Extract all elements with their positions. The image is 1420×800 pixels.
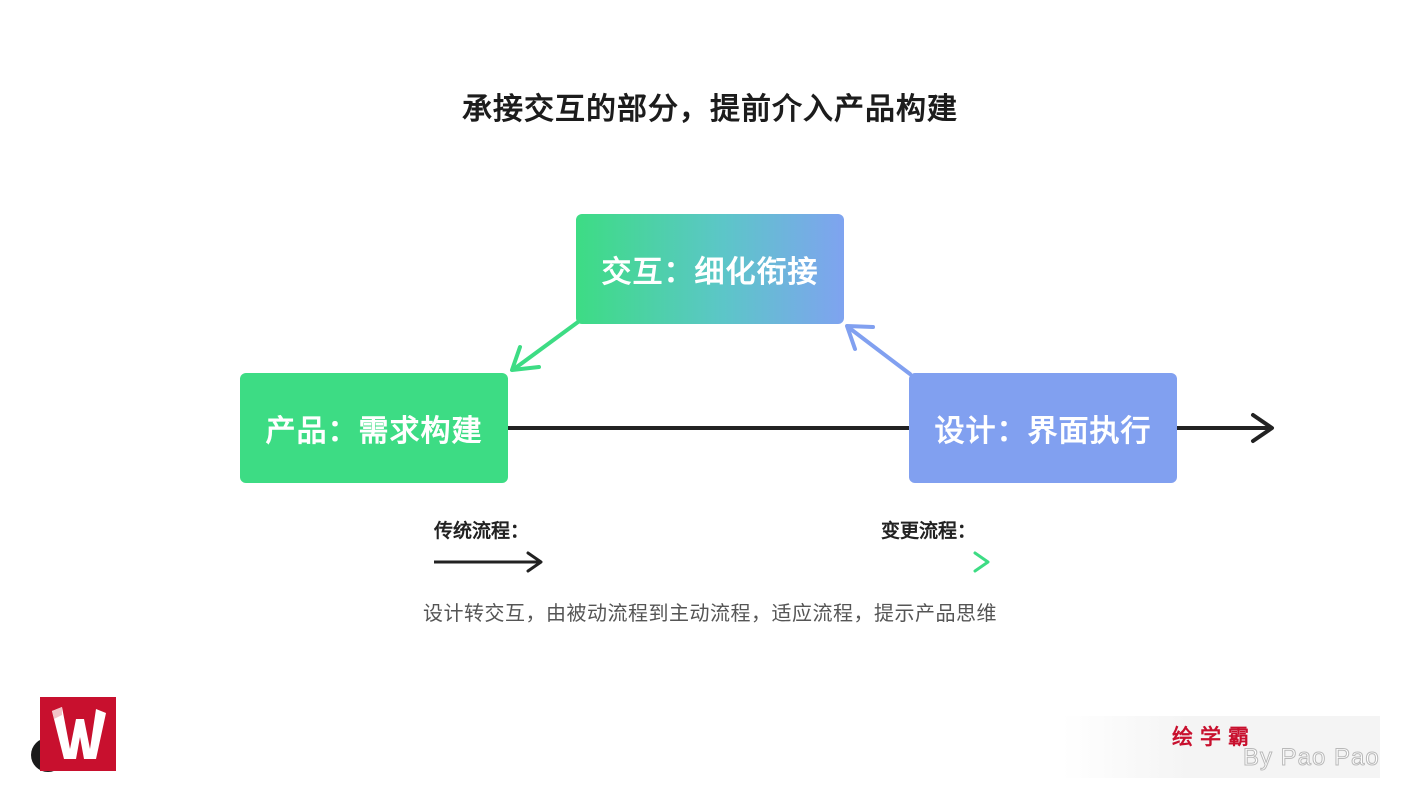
legend-changed-arrow — [881, 551, 990, 573]
legend-traditional-arrow — [434, 551, 543, 573]
watermark-brand: 绘学霸 — [1172, 725, 1256, 749]
traditional-flow-out-arrow — [1177, 413, 1274, 443]
caption-text: 设计转交互，由被动流程到主动流程，适应流程，提示产品思维 — [423, 601, 997, 625]
brand-logo — [40, 697, 116, 771]
legend-traditional-label: 传统流程： — [434, 520, 530, 542]
w-logo-icon — [52, 707, 106, 759]
interaction-to-product-arrow — [510, 320, 580, 372]
node-interaction: 交互：细化衔接 — [576, 214, 844, 324]
diagram-title: 承接交互的部分，提前介入产品构建 — [462, 92, 958, 127]
node-product: 产品：需求构建 — [240, 373, 508, 483]
legend-changed-label: 变更流程： — [881, 520, 977, 542]
watermark-byline: By Pao Pao — [1243, 744, 1380, 772]
design-to-interaction-arrow — [845, 324, 912, 376]
node-design: 设计：界面执行 — [909, 373, 1177, 483]
watermark-background — [1062, 716, 1380, 778]
